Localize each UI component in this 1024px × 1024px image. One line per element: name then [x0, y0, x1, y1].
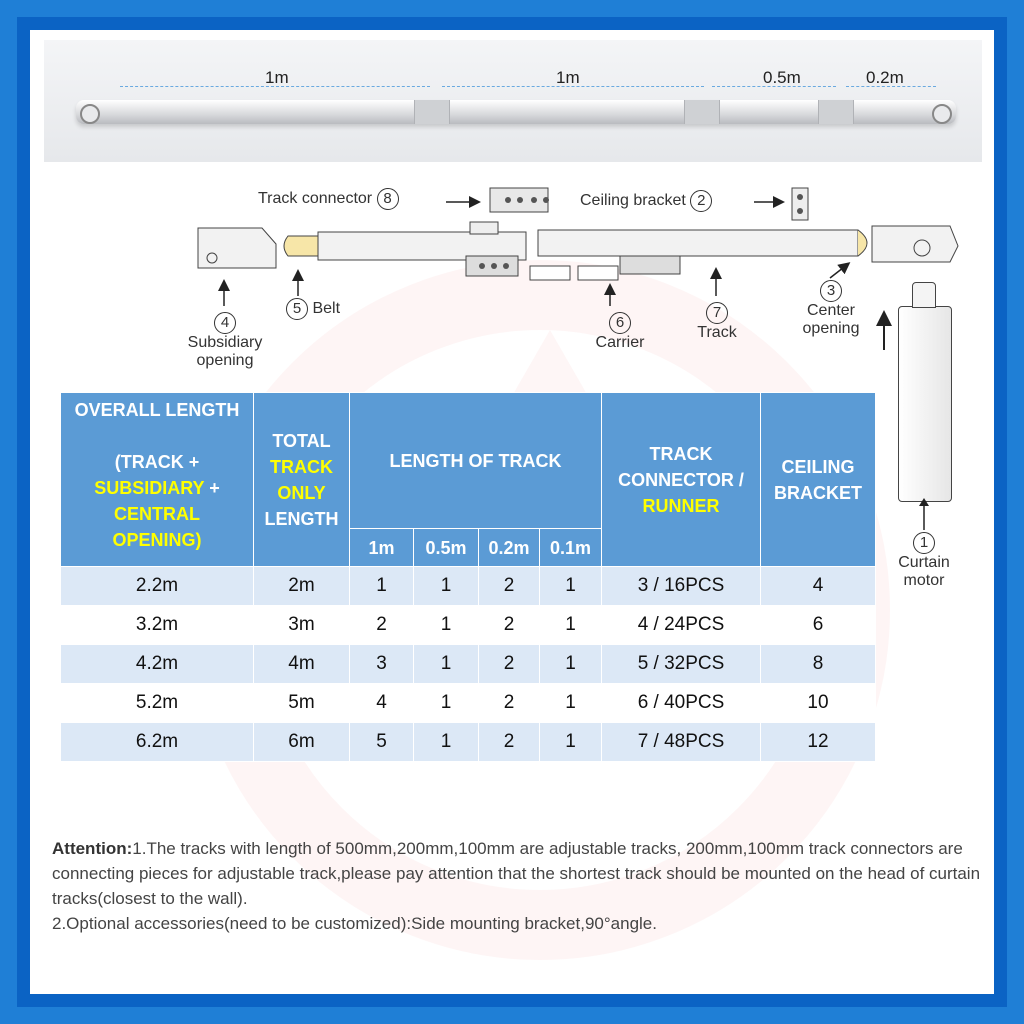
table-cell: 12 [760, 722, 876, 762]
motor-shaft [912, 282, 936, 308]
subsidiary-end-part [197, 227, 277, 269]
subheader-0.5m: 0.5m [413, 528, 479, 567]
table-cell: 7 / 48PCS [601, 722, 761, 762]
number-7-icon: 7 [706, 302, 728, 324]
center-end-part [871, 225, 959, 263]
table-cell: 1 [539, 605, 602, 645]
ceiling-bracket-part [791, 187, 809, 221]
table-cell: 3 [349, 644, 414, 684]
table-cell: 6 [760, 605, 876, 645]
subsidiary-opening-label: 4 Subsidiary opening [187, 312, 263, 369]
table-cell: 1 [349, 566, 414, 606]
table-cell: 1 [539, 566, 602, 606]
dimension-label: 1m [265, 68, 289, 87]
note-lead: Attention: [52, 839, 133, 858]
track-joint [818, 100, 854, 124]
belt-label: 5 Belt [286, 298, 340, 320]
track-end-cap [932, 104, 952, 124]
track-label: 7 Track [697, 302, 737, 341]
table-cell: 4 / 24PCS [601, 605, 761, 645]
header-total-track: TOTAL TRACK ONLY LENGTH [253, 392, 350, 567]
header-overall-length: OVERALL LENGTH (TRACK + SUBSIDIARY + CEN… [60, 392, 254, 567]
header-length-of-track: LENGTH OF TRACK [349, 392, 602, 529]
table-cell: 3.2m [60, 605, 254, 645]
header-ceiling-bracket: CEILING BRACKET [760, 392, 876, 567]
table-cell: 2.2m [60, 566, 254, 606]
table-cell: 5 / 32PCS [601, 644, 761, 684]
track-joint [414, 100, 450, 124]
note-line-1: 1.The tracks with length of 500mm,200mm,… [52, 839, 981, 908]
table-cell: 1 [539, 644, 602, 684]
table-cell: 2 [478, 644, 540, 684]
table-cell: 5.2m [60, 683, 254, 723]
dimension-line [442, 86, 704, 87]
motor-arrow [919, 498, 929, 530]
table-cell: 1 [413, 566, 479, 606]
table-cell: 1 [539, 722, 602, 762]
carrier-label: 6 Carrier [595, 312, 645, 351]
ceiling-bracket-label: Ceiling bracket 2 [580, 190, 713, 212]
track-joint [684, 100, 720, 124]
center-opening-label: 3 Center opening [802, 280, 860, 337]
table-cell: 3 / 16PCS [601, 566, 761, 606]
track-connector-label: Track connector 8 [258, 188, 399, 210]
table-cell: 1 [413, 722, 479, 762]
table-cell: 4.2m [60, 644, 254, 684]
table-cell: 3m [253, 605, 350, 645]
subheader-0.1m: 0.1m [539, 528, 602, 567]
table-cell: 2 [349, 605, 414, 645]
exploded-diagram [197, 187, 959, 350]
track-end-cap [80, 104, 100, 124]
subheader-0.2m: 0.2m [478, 528, 540, 567]
number-5-icon: 5 [286, 298, 308, 320]
number-4-icon: 4 [214, 312, 236, 334]
number-3-icon: 3 [820, 280, 842, 302]
table-cell: 2 [478, 683, 540, 723]
table-cell: 10 [760, 683, 876, 723]
dimension-label: 1m [556, 68, 580, 87]
table-cell: 6.2m [60, 722, 254, 762]
dimension-label: 0.2m [866, 68, 904, 87]
dimension-label: 0.5m [763, 68, 801, 87]
table-cell: 4 [760, 566, 876, 606]
table-cell: 5m [253, 683, 350, 723]
table-cell: 5 [349, 722, 414, 762]
subheader-1m: 1m [349, 528, 414, 567]
table-cell: 1 [539, 683, 602, 723]
dimension-line [120, 86, 430, 87]
dimension-line [712, 86, 836, 87]
attention-note: Attention:1.The tracks with length of 50… [52, 836, 992, 936]
spec-table: OVERALL LENGTH (TRACK + SUBSIDIARY + CEN… [60, 392, 876, 762]
table-cell: 1 [413, 605, 479, 645]
table-cell: 6m [253, 722, 350, 762]
number-2-icon: 2 [690, 190, 713, 212]
note-line-2: 2.Optional accessories(need to be custom… [52, 914, 657, 933]
number-6-icon: 6 [609, 312, 631, 334]
dimension-line [846, 86, 936, 87]
table-cell: 2 [478, 722, 540, 762]
curtain-motor-body [898, 306, 952, 502]
track-rail [76, 100, 956, 124]
table-cell: 2 [478, 566, 540, 606]
track-connector-part [489, 187, 549, 213]
table-cell: 2 [478, 605, 540, 645]
header-track-connector: TRACK CONNECTOR / RUNNER [601, 392, 761, 567]
curtain-motor-label: 1 Curtain motor [898, 532, 950, 589]
table-cell: 1 [413, 644, 479, 684]
table-cell: 4 [349, 683, 414, 723]
table-cell: 8 [760, 644, 876, 684]
number-1-icon: 1 [913, 532, 935, 554]
table-cell: 4m [253, 644, 350, 684]
table-cell: 6 / 40PCS [601, 683, 761, 723]
table-cell: 1 [413, 683, 479, 723]
number-8-icon: 8 [376, 188, 399, 210]
table-cell: 2m [253, 566, 350, 606]
